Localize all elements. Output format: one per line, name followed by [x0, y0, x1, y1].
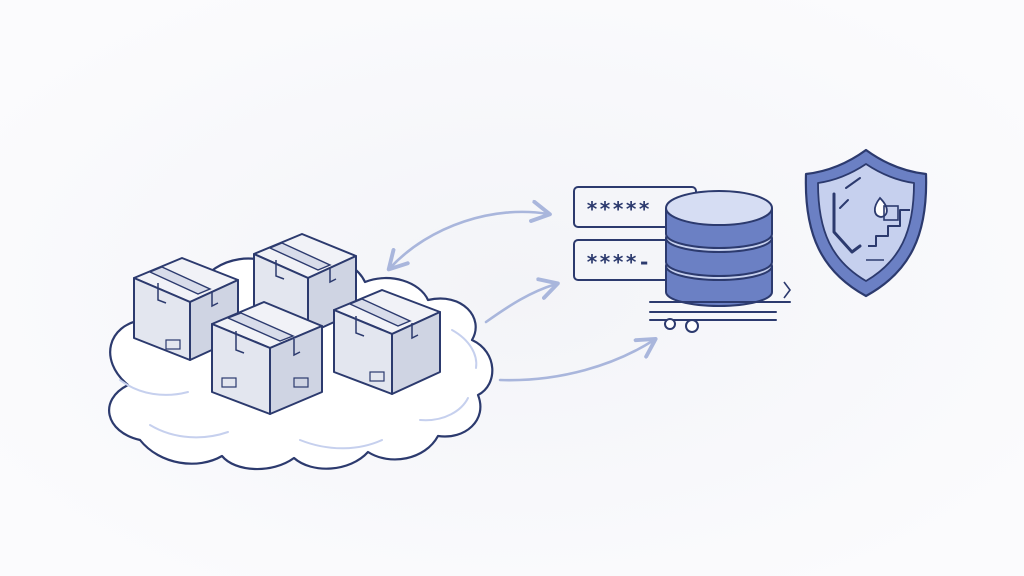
arrow-icon: [498, 336, 658, 382]
arrow-icon: [484, 277, 560, 324]
password-field-value: ****-: [586, 250, 651, 274]
security-shield-icon: [804, 148, 928, 298]
arrow-icon: [386, 199, 552, 272]
package-box-icon: [133, 257, 239, 361]
password-field-value: *****: [586, 197, 651, 221]
package-box-icon: [333, 289, 441, 395]
database-icon: [649, 190, 791, 333]
package-box-icon: [211, 301, 323, 415]
